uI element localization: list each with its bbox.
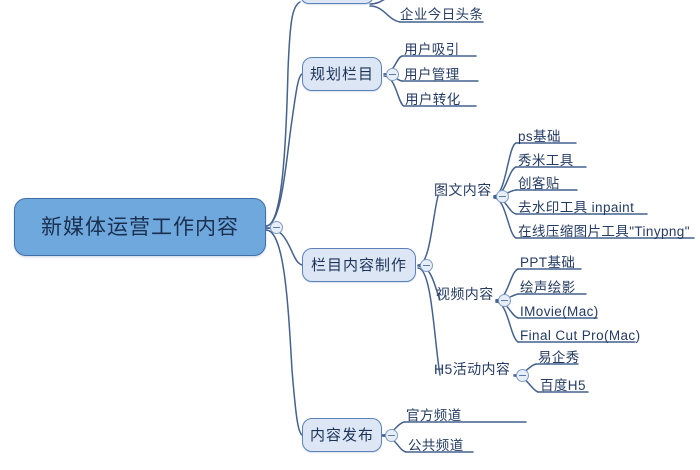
branch-node-content-production[interactable]: 栏目内容制作 (302, 248, 416, 282)
subbranch-graphic-content[interactable]: 图文内容 (434, 183, 492, 197)
subbranch-graphic-content-label: 图文内容 (434, 182, 492, 198)
edge-root-top (265, 1, 301, 227)
leaf-tinypng-label: 在线压缩图片工具"Tinypng" (518, 224, 690, 239)
leaf-huishenghuiying-label: 绘声绘影 (520, 280, 576, 295)
branch-node-planning[interactable]: 规划栏目 (302, 57, 382, 91)
subbranch-h5-content[interactable]: H5活动内容 (434, 362, 510, 376)
leaf-public-channel[interactable]: 公共频道 (408, 439, 464, 453)
edge-root-planning (265, 73, 303, 227)
subbranch-video-content[interactable]: 视频内容 (436, 287, 494, 301)
leaf-user-convert-label: 用户转化 (405, 92, 461, 107)
leaf-user-manage-label: 用户管理 (404, 67, 460, 82)
leaf-baidu-h5[interactable]: 百度H5 (540, 379, 586, 393)
leaf-official-channel[interactable]: 官方频道 (406, 409, 462, 423)
leaf-qiye-toutiao[interactable]: 企业今日头条 (400, 8, 483, 22)
edge-content-h5 (417, 267, 441, 376)
leaf-imovie-label: IMovie(Mac) (520, 304, 599, 319)
branch-node-content-production-label: 栏目内容制作 (311, 256, 408, 274)
edge-video-c3 (495, 301, 519, 343)
root-node-label: 新媒体运营工作内容 (41, 215, 239, 239)
leaf-user-attract-label: 用户吸引 (404, 42, 460, 57)
leaf-inpaint-label: 去水印工具 inpaint (518, 200, 635, 215)
edge-tuwen-c4 (493, 197, 517, 239)
subbranch-video-content-label: 视频内容 (436, 286, 494, 302)
branch-node-clipped[interactable] (300, 0, 374, 4)
leaf-yiqixiu[interactable]: 易企秀 (538, 351, 580, 365)
leaf-chuangketie-label: 创客贴 (518, 176, 560, 191)
leaf-official-channel-label: 官方频道 (406, 408, 462, 423)
leaf-final-cut-pro[interactable]: Final Cut Pro(Mac) (520, 329, 640, 343)
leaf-qiye-toutiao-label: 企业今日头条 (400, 7, 484, 22)
edge-top-child1 (369, 5, 401, 23)
leaf-ppt-basics-label: PPT基础 (520, 255, 576, 270)
edge-content-tuwen (417, 195, 439, 266)
leaf-ps-basics-label: ps基础 (518, 129, 561, 144)
leaf-tinypng[interactable]: 在线压缩图片工具"Tinypng" (518, 225, 690, 239)
toggle-h5-content[interactable] (516, 369, 529, 382)
toggle-graphic-content[interactable] (496, 190, 509, 203)
toggle-planning[interactable] (386, 68, 399, 81)
leaf-baidu-h5-label: 百度H5 (540, 378, 586, 393)
leaf-user-convert[interactable]: 用户转化 (405, 93, 461, 107)
leaf-imovie[interactable]: IMovie(Mac) (520, 305, 599, 319)
edge-root-content (265, 227, 303, 266)
leaf-chuangketie[interactable]: 创客贴 (518, 177, 560, 191)
toggle-content-production[interactable] (420, 259, 433, 272)
edge-top-child0 (369, 0, 385, 5)
leaf-ps-basics[interactable]: ps基础 (518, 130, 561, 144)
leaf-ppt-basics[interactable]: PPT基础 (520, 256, 575, 270)
edge-root-publish (265, 229, 303, 436)
root-node[interactable]: 新媒体运营工作内容 (14, 198, 266, 256)
toggle-video-content[interactable] (498, 294, 511, 307)
leaf-final-cut-pro-label: Final Cut Pro(Mac) (520, 328, 641, 343)
edge-tuwen-c0 (493, 142, 517, 197)
leaf-huishenghuiying[interactable]: 绘声绘影 (520, 281, 576, 295)
branch-node-publish[interactable]: 内容发布 (302, 418, 382, 452)
leaf-xiumi-tool[interactable]: 秀米工具 (518, 154, 574, 168)
leaf-public-channel-label: 公共频道 (408, 438, 464, 453)
leaf-user-manage[interactable]: 用户管理 (404, 68, 460, 82)
leaf-yiqixiu-label: 易企秀 (538, 350, 580, 365)
toggle-root[interactable] (270, 221, 283, 234)
branch-node-publish-label: 内容发布 (310, 426, 375, 444)
toggle-publish[interactable] (385, 429, 398, 442)
leaf-inpaint[interactable]: 去水印工具 inpaint (518, 201, 634, 215)
leaf-user-attract[interactable]: 用户吸引 (404, 43, 460, 57)
subbranch-h5-content-label: H5活动内容 (434, 361, 511, 377)
branch-node-planning-label: 规划栏目 (310, 65, 375, 83)
leaf-xiumi-tool-label: 秀米工具 (518, 153, 574, 168)
